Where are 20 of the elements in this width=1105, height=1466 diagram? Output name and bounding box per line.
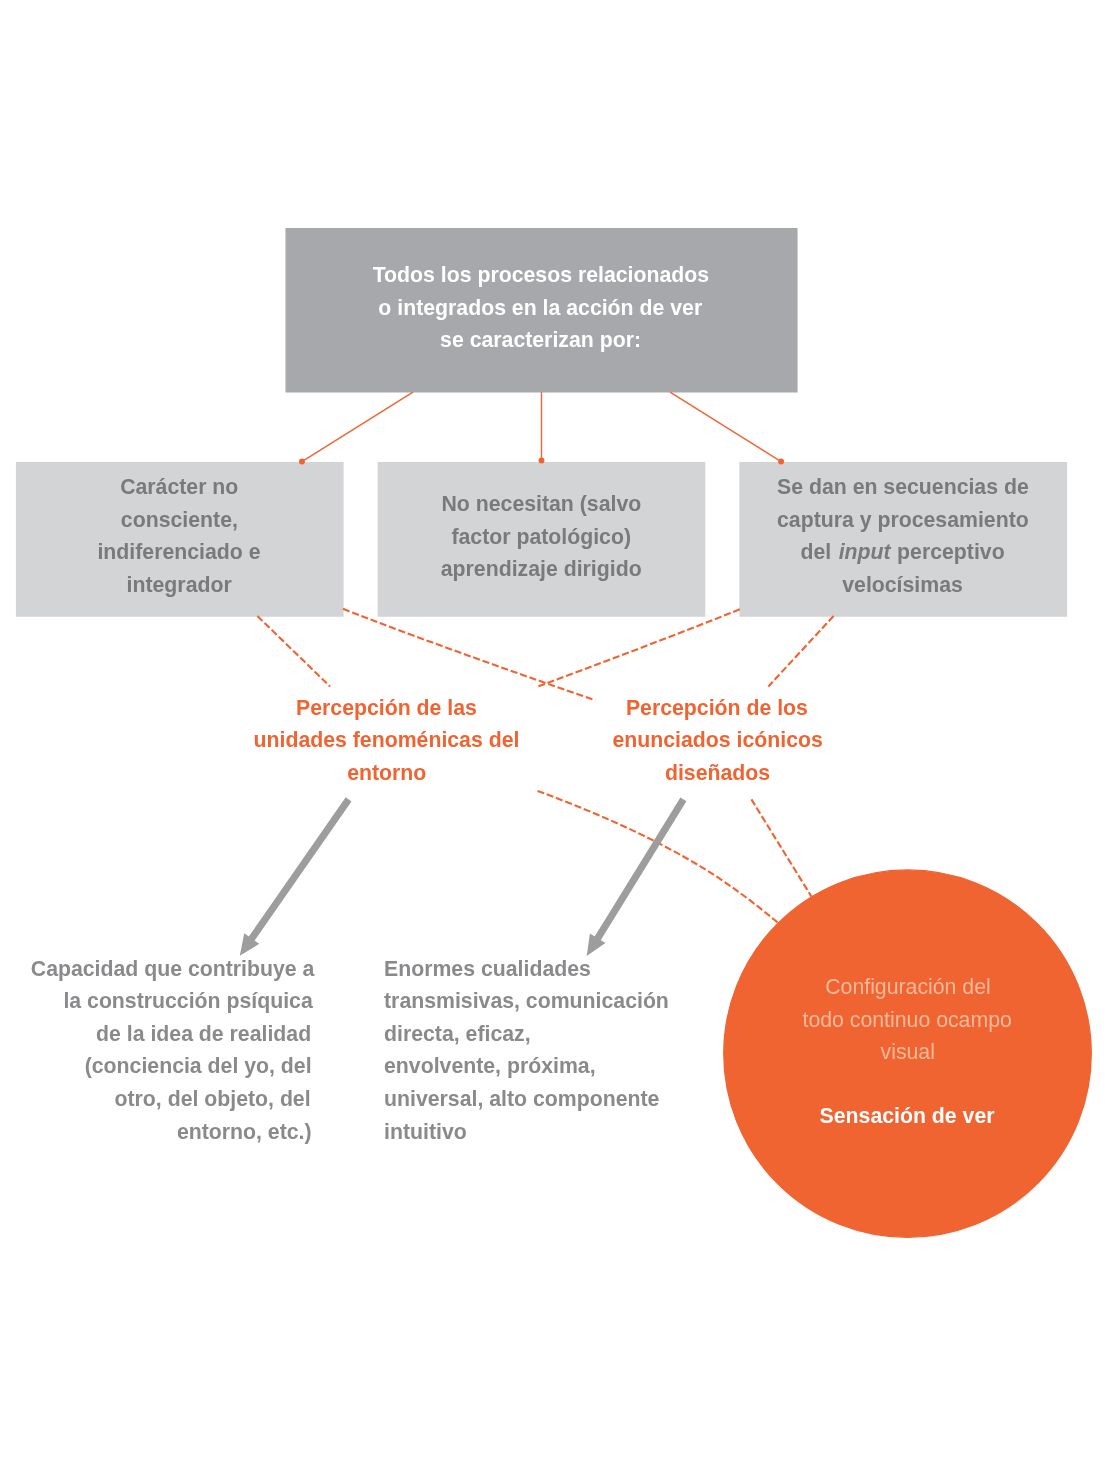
connector (342, 607, 596, 702)
node-box: Se dan en secuencias de captura y procesamiento del input perceptivo velocísimas (739, 462, 1068, 617)
connector (537, 789, 779, 924)
connector (256, 615, 331, 688)
connector (669, 391, 785, 465)
connector (298, 391, 414, 465)
node-text: Percepción de las unidades fenoménicas del entorno (253, 695, 520, 785)
node-text: Percepción de los enunciados icónicos diseñados (612, 695, 823, 785)
node-box: Todos los procesos relacionados o integrados en la acción de ver se caracterizan por: (285, 227, 798, 393)
arrow (239, 797, 352, 956)
arrow (586, 797, 687, 956)
connector (750, 798, 813, 898)
node-text: Enormes cualidades transmisivas, comunicación directa, eficaz, envolvente, próxima, universal, alto componente intuitivo (384, 956, 669, 1144)
node-text: Capacidad que contribuye a la construcción psíquica de la idea de realidad (conciencia del yo, del otro, del objeto, del entorno, etc.) (30, 956, 315, 1144)
node-box: Carácter no consciente, indiferenciado e integrador (15, 462, 344, 617)
node-circle: Configuración del todo continuo ocampo visual Sensación de ver (723, 869, 1092, 1239)
connector (538, 391, 545, 464)
connector (536, 608, 741, 688)
node-box: No necesitan (salvo factor patológico) aprendizaje dirigido (377, 462, 706, 617)
connector (767, 615, 835, 688)
